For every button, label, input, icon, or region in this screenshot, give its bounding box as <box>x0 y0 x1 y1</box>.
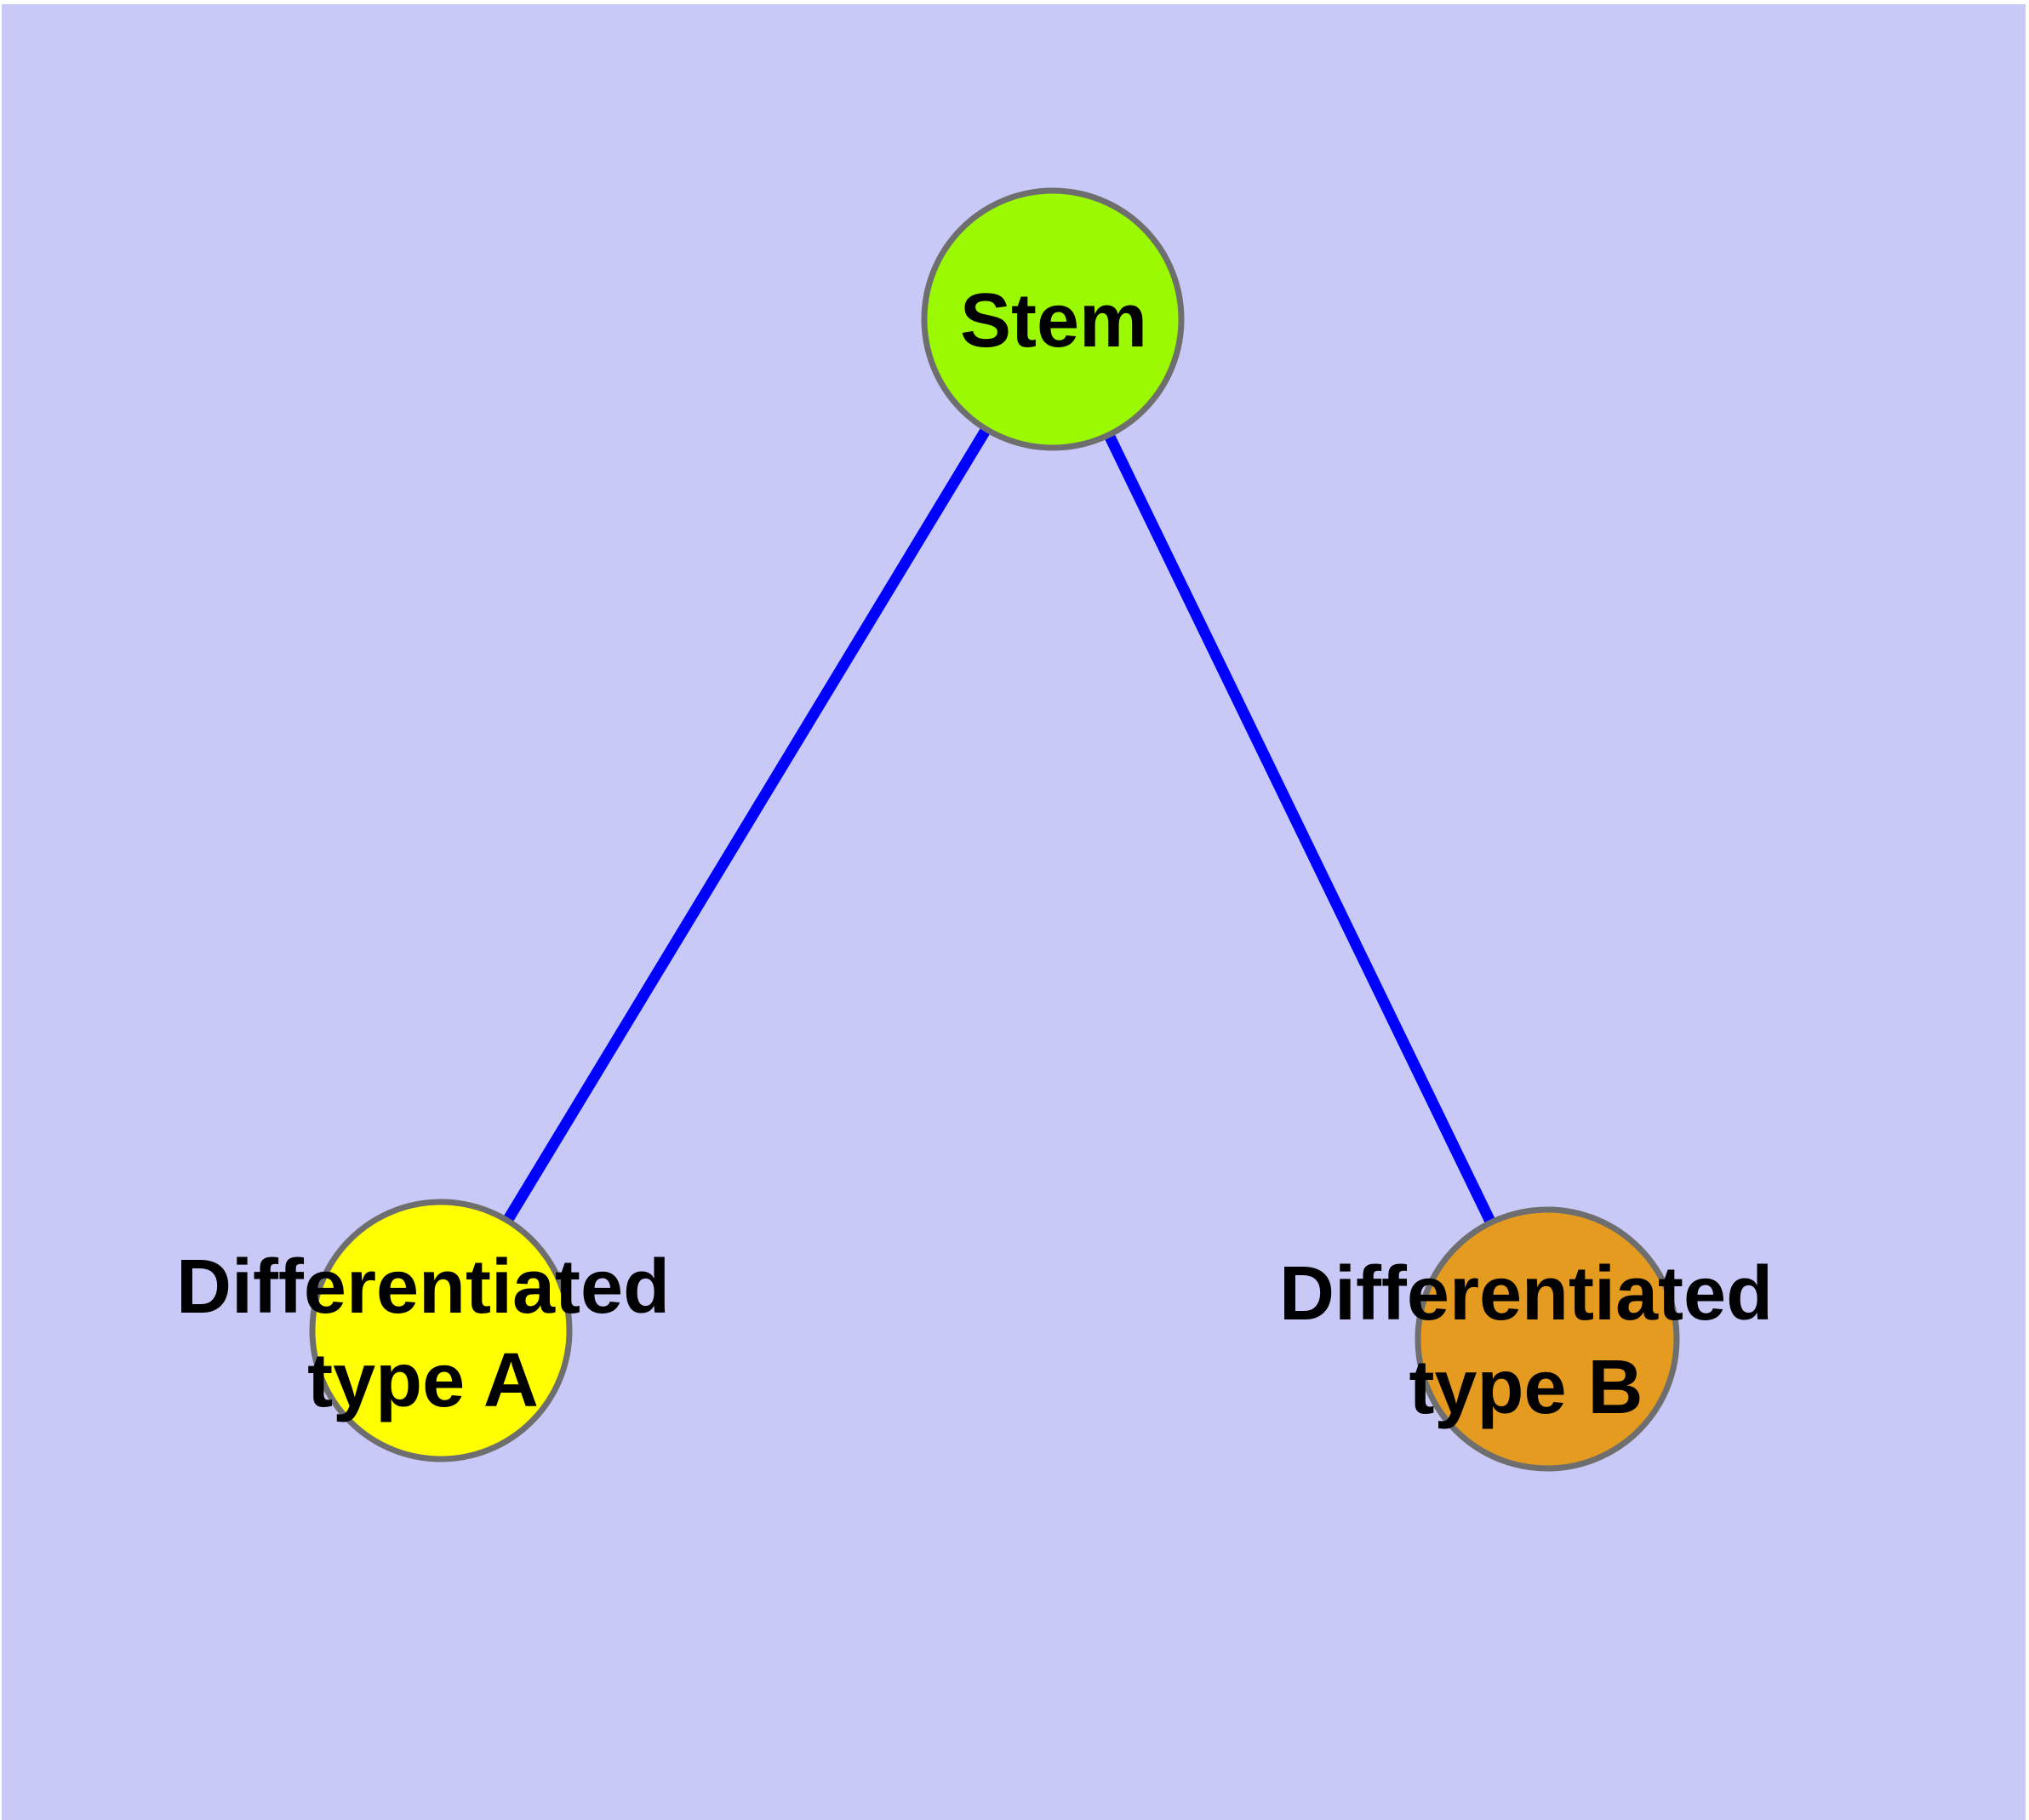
node-label-differentiated-type-a: Differentiated type A <box>175 1245 671 1423</box>
edge-stem-type-b <box>1048 317 1552 1342</box>
node-label-stem: Stem <box>959 278 1148 363</box>
edge-stem-type-a <box>436 316 1058 1334</box>
node-circle-stem <box>921 187 1185 451</box>
node-label-differentiated-type-b: Differentiated type B <box>1278 1251 1774 1430</box>
node-circle-type-b <box>1415 1206 1680 1472</box>
node-circle-type-a <box>309 1199 573 1462</box>
